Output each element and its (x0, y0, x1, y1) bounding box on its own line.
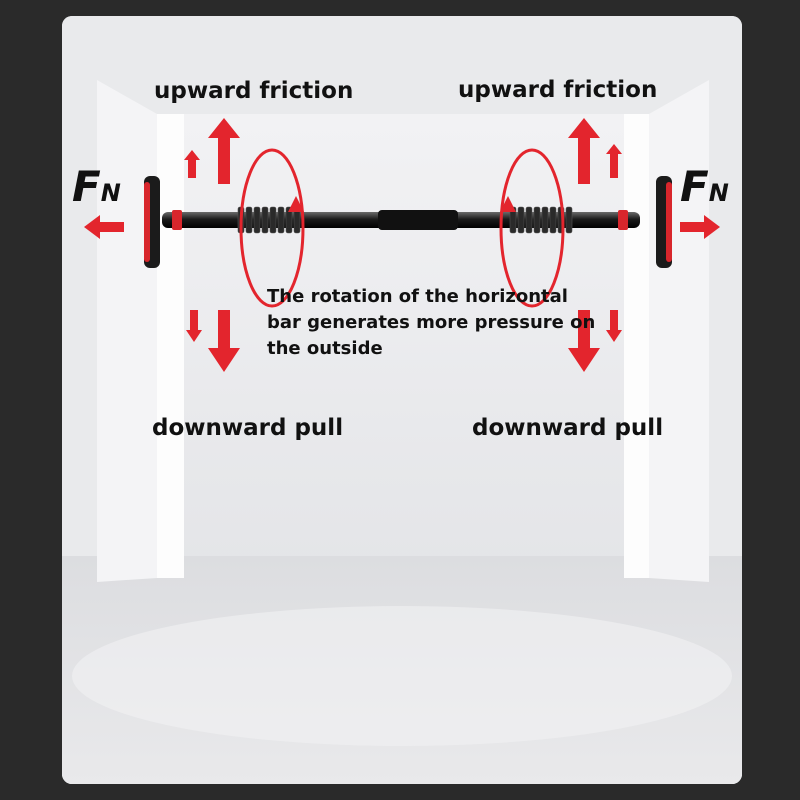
scene-illustration (62, 16, 742, 784)
normal-force-arrow-left (84, 215, 124, 239)
upward-friction-label-right: upward friction (458, 77, 658, 103)
upward-friction-arrows-left (184, 118, 240, 184)
rotation-indicator-right (499, 148, 565, 308)
right-wall-front (624, 114, 649, 578)
normal-force-symbol: F (680, 162, 709, 211)
diagram-card: upward friction upward friction FN FN Th… (62, 16, 742, 784)
normal-force-label-left: FN (72, 162, 121, 211)
rotation-explanation: The rotation of the horizontal bar gener… (267, 286, 596, 359)
left-wall-front (157, 114, 184, 578)
rotation-indicator-left (239, 148, 305, 308)
left-wall-side (97, 80, 157, 582)
downward-pull-label-right: downward pull (472, 415, 664, 441)
normal-force-label-right: FN (680, 162, 729, 211)
upward-friction-arrows-right (568, 118, 622, 184)
downward-pull-arrows-right (568, 310, 622, 372)
right-wall-side (649, 80, 709, 582)
downward-pull-arrows-left (186, 310, 240, 372)
normal-force-subscript: N (708, 179, 729, 207)
upward-friction-label-left: upward friction (154, 78, 354, 104)
normal-force-subscript: N (100, 179, 121, 207)
normal-force-arrow-right (680, 215, 720, 239)
normal-force-symbol: F (72, 162, 101, 211)
downward-pull-label-left: downward pull (152, 415, 344, 441)
back-wall (157, 114, 649, 566)
